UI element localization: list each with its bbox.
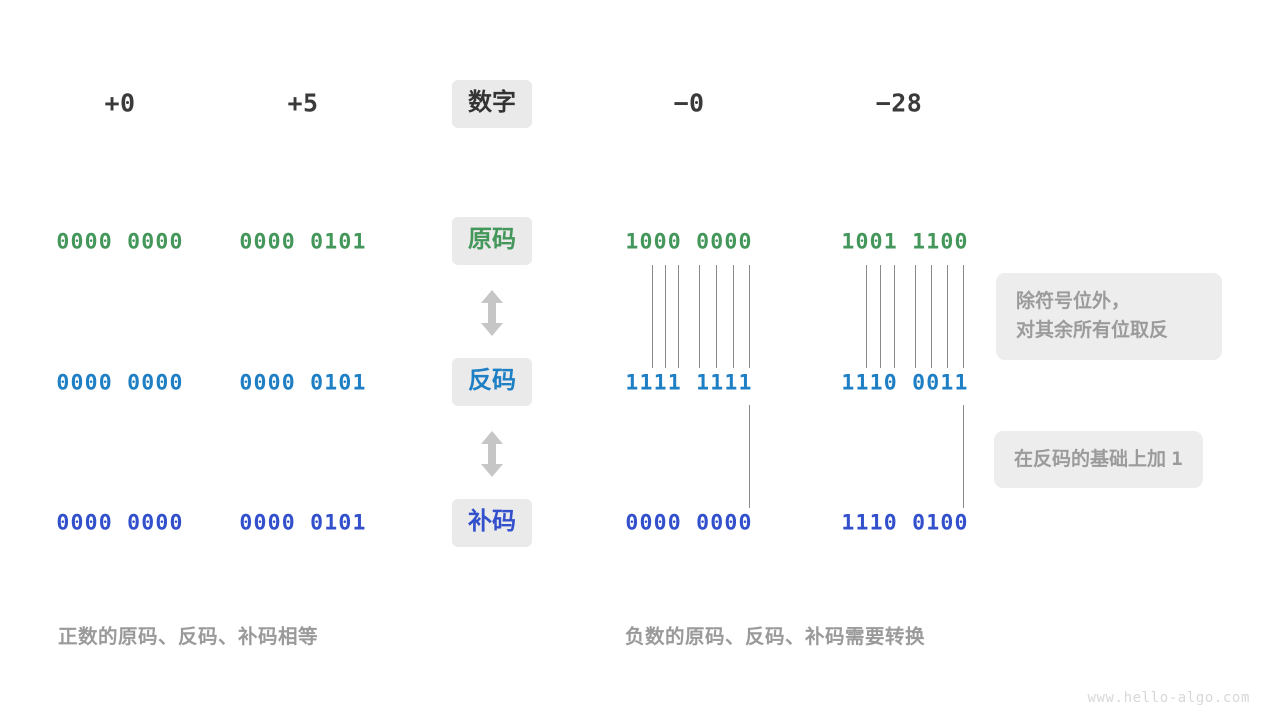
bit-connector-line xyxy=(894,265,895,368)
bit-connector-line xyxy=(652,265,653,368)
column-header-minus-twentyeight: −28 xyxy=(875,88,923,118)
bits-ones-complement-plus-zero: 0000 0000 xyxy=(56,370,184,396)
bits-sign-magnitude-minus-twentyeight: 1001 1100 xyxy=(841,229,969,255)
note-add-one-text: 在反码的基础上加 xyxy=(1014,449,1172,470)
note-add-one-value: 1 xyxy=(1171,448,1183,470)
column-header-plus-five: +5 xyxy=(287,88,319,118)
bits-sign-magnitude-plus-five: 0000 0101 xyxy=(239,229,367,255)
carry-connector-line xyxy=(963,405,964,508)
bits-ones-complement-minus-twentyeight: 1110 0011 xyxy=(841,370,969,396)
bit-connector-line xyxy=(963,265,964,368)
column-header-minus-zero: −0 xyxy=(673,88,705,118)
caption-positive-numbers: 正数的原码、反码、补码相等 xyxy=(58,626,319,648)
bits-sign-magnitude-minus-zero: 1000 0000 xyxy=(625,229,753,255)
bit-connector-line xyxy=(931,265,932,368)
row-label-ones-complement: 反码 xyxy=(452,358,532,406)
note-add-one: 在反码的基础上加 1 xyxy=(994,431,1203,489)
bit-connector-line xyxy=(678,265,679,368)
bits-twos-complement-plus-zero: 0000 0000 xyxy=(56,510,184,536)
bits-ones-complement-plus-five: 0000 0101 xyxy=(239,370,367,396)
bit-connector-line xyxy=(749,265,750,368)
row-label-sign-magnitude: 原码 xyxy=(452,217,532,265)
bits-twos-complement-minus-twentyeight: 1110 0100 xyxy=(841,510,969,536)
bit-connector-line xyxy=(880,265,881,368)
bit-connector-line xyxy=(699,265,700,368)
bits-twos-complement-plus-five: 0000 0101 xyxy=(239,510,367,536)
bits-twos-complement-minus-zero: 0000 0000 xyxy=(625,510,753,536)
bit-connector-line xyxy=(665,265,666,368)
bit-connector-line xyxy=(733,265,734,368)
bits-sign-magnitude-plus-zero: 0000 0000 xyxy=(56,229,184,255)
bit-connector-line xyxy=(716,265,717,368)
bit-connector-line xyxy=(866,265,867,368)
bits-ones-complement-minus-zero: 1111 1111 xyxy=(625,370,753,396)
carry-connector-line xyxy=(749,405,750,508)
bit-connector-line xyxy=(915,265,916,368)
column-header-plus-zero: +0 xyxy=(104,88,136,118)
note-invert-bits: 除符号位外， 对其余所有位取反 xyxy=(996,273,1222,360)
watermark: www.hello-algo.com xyxy=(1087,690,1250,706)
double-arrow-icon xyxy=(481,431,503,477)
caption-negative-numbers: 负数的原码、反码、补码需要转换 xyxy=(625,626,926,648)
double-arrow-icon xyxy=(481,290,503,336)
bit-connector-line xyxy=(947,265,948,368)
row-label-number: 数字 xyxy=(452,80,532,128)
row-label-twos-complement: 补码 xyxy=(452,499,532,547)
